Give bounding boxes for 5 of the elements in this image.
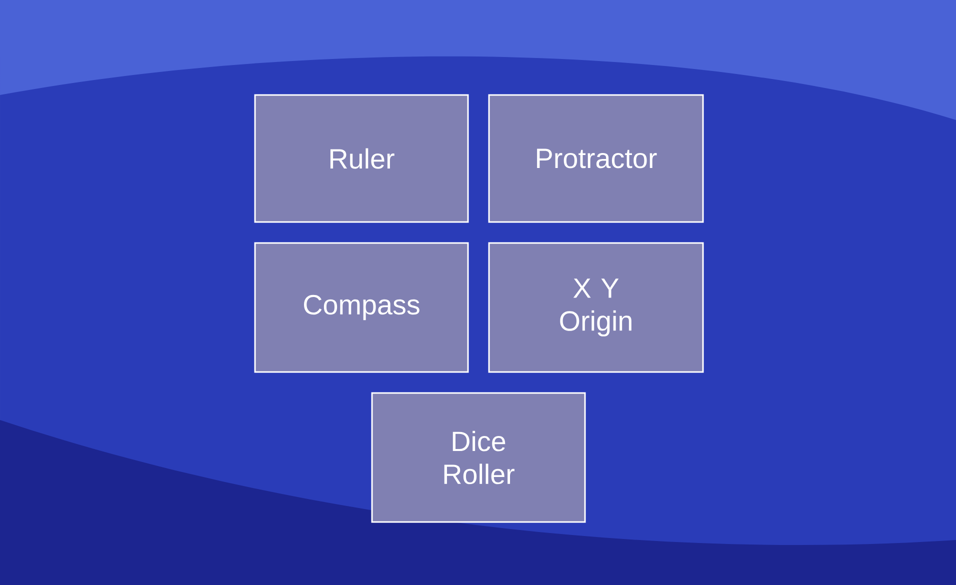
tool-box: Protractor [488, 94, 704, 223]
tool-box: Dice Roller [371, 392, 586, 523]
tool-box: Compass [254, 242, 469, 373]
tool-box: Ruler [254, 94, 469, 223]
tool-box: X Y Origin [488, 242, 704, 373]
